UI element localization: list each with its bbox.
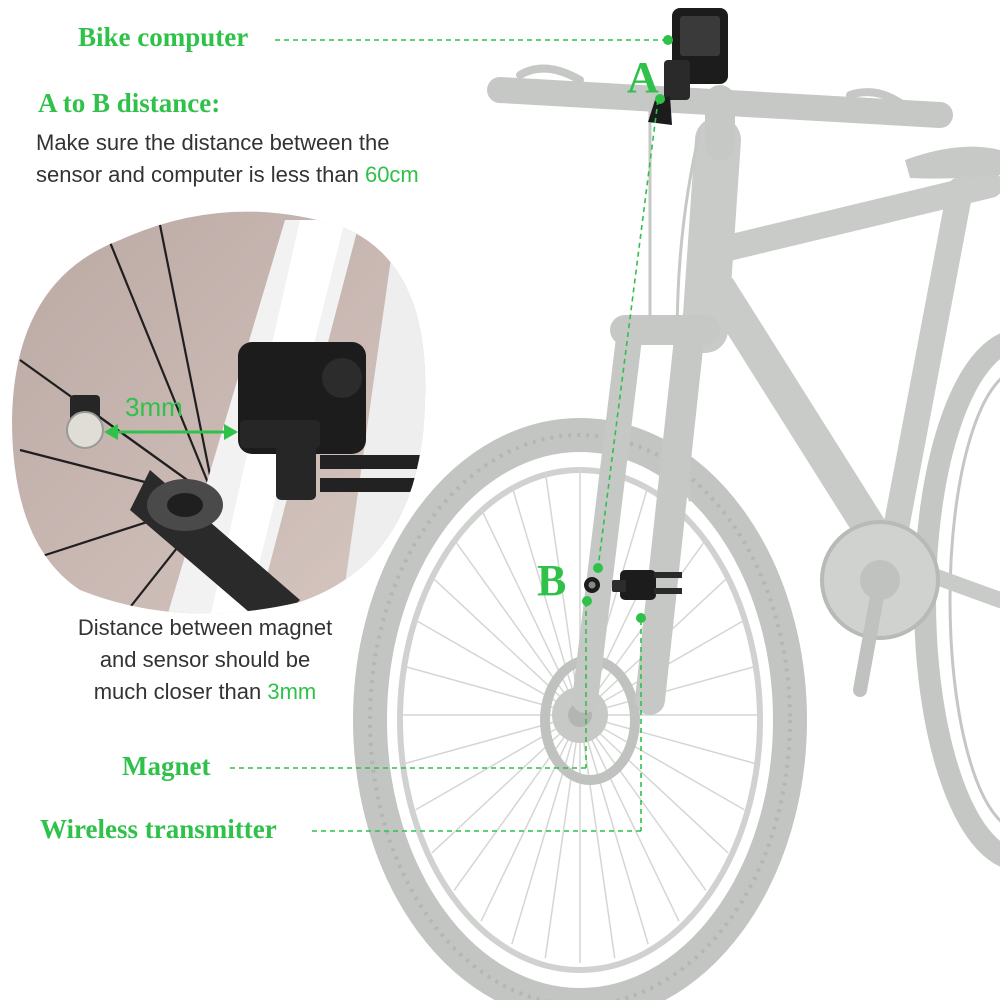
wheel-spoke [405, 714, 581, 765]
guide-markers [582, 35, 673, 623]
guide-lines [230, 39, 668, 832]
wheel-spoke [480, 714, 581, 922]
suspension-fork [572, 315, 720, 715]
wheel-spoke [431, 714, 581, 854]
magnet-distance-line-3-text: much closer than [93, 679, 268, 704]
wireless-transmitter-device [612, 570, 682, 600]
wheel-spoke [415, 714, 581, 811]
wheel-spoke [579, 714, 649, 945]
magnet-distance-text: Distance between magnet and sensor shoul… [40, 612, 370, 708]
handlebar [487, 64, 953, 502]
wheel-spoke [511, 714, 581, 945]
wheel-spoke [453, 714, 581, 891]
magnet-distance-line-3: much closer than 3mm [40, 676, 370, 708]
ab-distance-text: Make sure the distance between the senso… [36, 127, 419, 191]
bike-computer-device [648, 8, 728, 125]
saddle [905, 146, 1000, 179]
ab-distance-line-2: sensor and computer is less than 60cm [36, 159, 419, 191]
bike-frame [682, 117, 1000, 608]
point-b-label: B [537, 556, 567, 605]
gap-label: 3mm [125, 392, 183, 422]
point-a-label: A [627, 53, 659, 102]
magnet-distance-line-2: and sensor should be [99, 647, 311, 672]
wheel-spoke [579, 714, 729, 854]
bike-computer-label: Bike computer [78, 22, 249, 52]
ab-distance-line-1: Make sure the distance between the [36, 130, 390, 155]
magnet-label: Magnet [122, 751, 211, 781]
chainring [820, 520, 940, 697]
ab-distance-title: A to B distance: [38, 88, 221, 118]
wireless-transmitter-label: Wireless transmitter [40, 814, 277, 844]
wheel-spoke [453, 539, 581, 716]
ab-distance-value: 60cm [364, 162, 419, 187]
wheel-spoke [579, 714, 707, 891]
wheel-spoke [579, 714, 755, 765]
magnet-device [584, 577, 600, 593]
wheel-spoke [579, 714, 745, 811]
wheel-spoke [579, 665, 755, 716]
ab-distance-line-2-text: sensor and computer is less than [36, 162, 365, 187]
wheel-spoke [544, 714, 581, 959]
magnet-distance-value: 3mm [267, 679, 317, 704]
wheel-spoke [480, 508, 581, 716]
wheel-spoke [544, 471, 581, 716]
wheel-spoke [579, 714, 680, 922]
magnet-distance-line-1: Distance between magnet [77, 615, 333, 640]
wheel-spoke [511, 485, 581, 716]
